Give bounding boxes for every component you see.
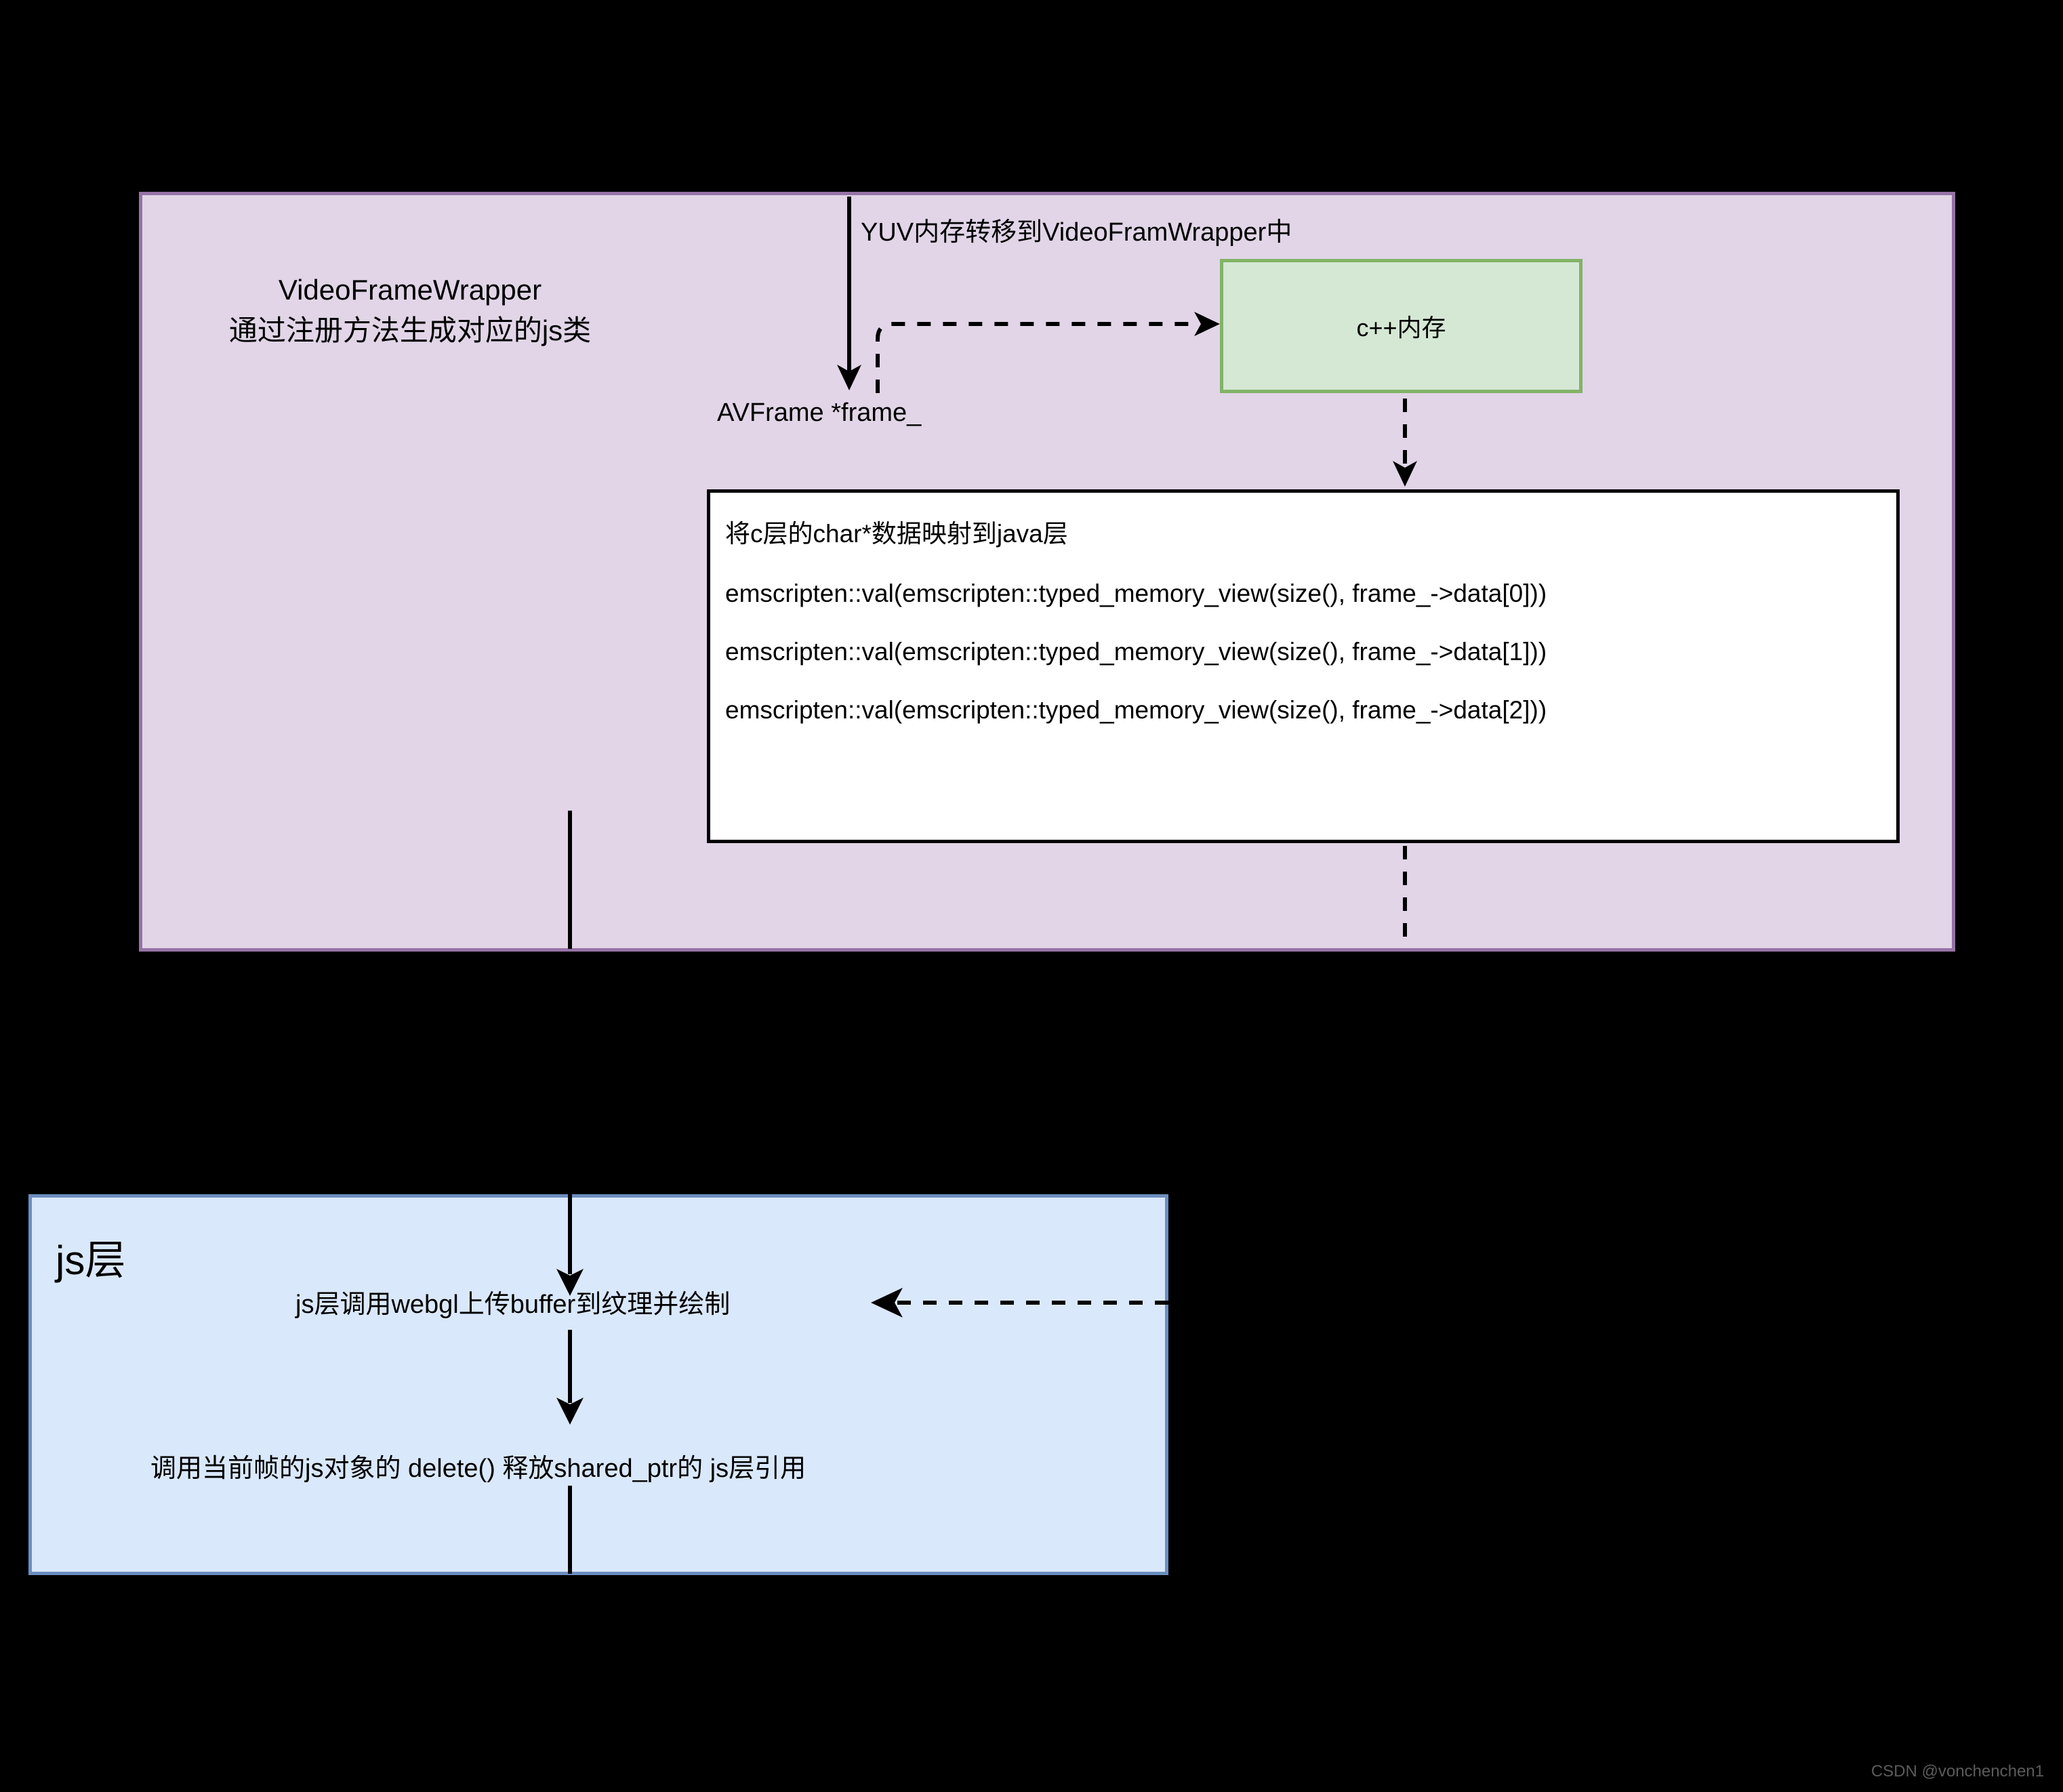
mapping-code-line-1: emscripten::val(emscripten::typed_memory… <box>725 638 1547 666</box>
mapping-heading: 将c层的char*数据映射到java层 <box>725 520 1068 548</box>
js-layer-title: js层 <box>56 1238 126 1283</box>
cpp-memory-label: c++内存 <box>1356 314 1446 342</box>
memory-mapping-box: 将c层的char*数据映射到java层 emscripten::val(emsc… <box>707 489 1900 843</box>
wrapper-title-line2: 通过注册方法生成对应的js类 <box>228 314 592 346</box>
mapping-code-line-2: emscripten::val(emscripten::typed_memory… <box>725 696 1547 724</box>
cpp-memory-box: c++内存 <box>1220 259 1582 393</box>
avframe-pointer-label: AVFrame *frame_ <box>717 399 922 427</box>
js-webgl-step-label: js层调用webgl上传buffer到纹理并绘制 <box>295 1290 731 1319</box>
wrapper-title-line1: VideoFrameWrapper <box>278 274 542 306</box>
yuv-transfer-label: YUV内存转移到VideoFramWrapper中 <box>861 218 1292 247</box>
js-layer-box <box>28 1194 1168 1575</box>
js-delete-step-label: 调用当前帧的js对象的 delete() 释放shared_ptr的 js层引用 <box>150 1454 806 1483</box>
mapping-code-line-0: emscripten::val(emscripten::typed_memory… <box>725 579 1547 607</box>
csdn-watermark: CSDN @vonchenchen1 <box>1871 1762 2044 1780</box>
